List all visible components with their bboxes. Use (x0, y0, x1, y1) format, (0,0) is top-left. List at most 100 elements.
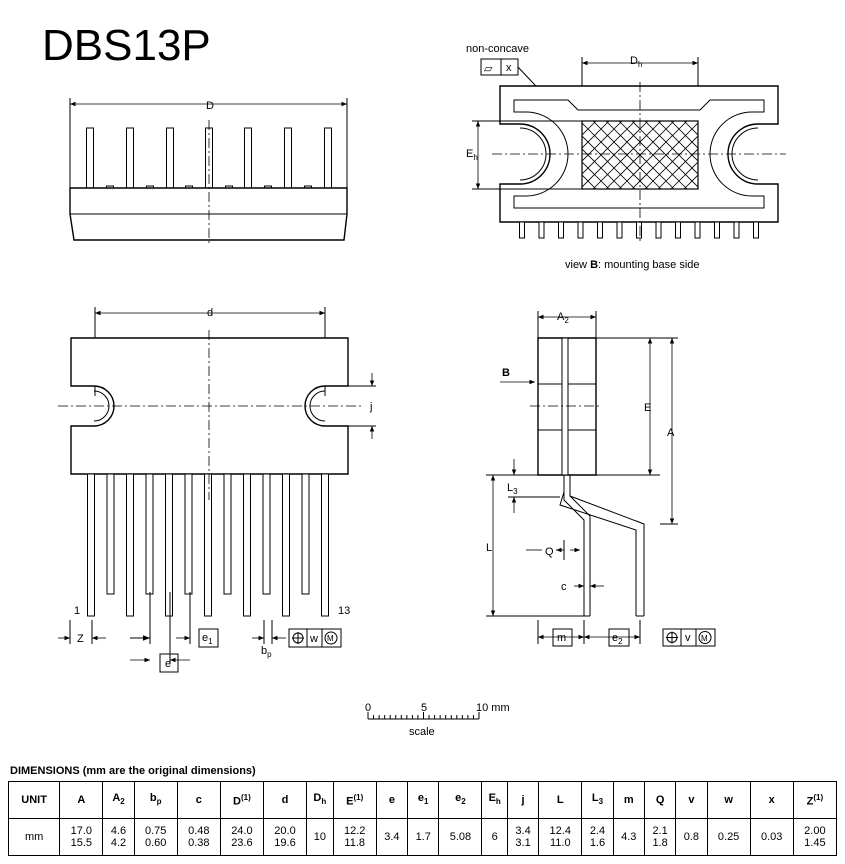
side-pin (284, 127, 292, 189)
dimension-header: e (375, 781, 409, 819)
label-w: w (309, 633, 318, 645)
dimension-header: e1 (407, 781, 440, 819)
label-bp: bp (261, 645, 272, 659)
package-title: DBS13P (42, 21, 211, 70)
dimension-header: UNIT (7, 781, 61, 819)
dimension-header: Dh (306, 781, 334, 819)
front-pin (282, 473, 290, 617)
hatch-line (749, 121, 817, 189)
dimension-value: 10 (306, 818, 334, 856)
label-j: j (369, 401, 372, 413)
view-b-pin (538, 221, 545, 239)
view-b-pin (597, 221, 603, 239)
label-Eh: Eh (466, 148, 478, 162)
hatch-line (683, 121, 698, 136)
hatch-line (683, 174, 698, 189)
dimension-header: A2 (102, 781, 135, 819)
label-M-v: M (701, 634, 708, 643)
label-d: d (207, 307, 213, 319)
dimension-header: c (176, 781, 221, 819)
hatch-line (582, 121, 610, 149)
side-pin (324, 127, 332, 189)
view-b-pin (636, 221, 642, 239)
view-b-pin (519, 221, 525, 239)
view-b-pin (616, 221, 623, 239)
front-pin (126, 473, 134, 617)
dimension-header: d (262, 781, 308, 819)
dimension-value: 0.03 (749, 818, 794, 856)
hatch-line (631, 122, 698, 189)
side-pin (166, 127, 174, 189)
dimension-header: L3 (581, 781, 614, 819)
view-b-pin (558, 221, 564, 239)
label-D: D (206, 100, 214, 112)
scale-bar: 0 5 10 mm scale (365, 702, 510, 738)
hatch-line (582, 121, 636, 175)
front-pin (301, 473, 310, 595)
scale-label-10: 10 mm (476, 702, 510, 714)
label-A: A (667, 427, 675, 439)
front-pin (223, 473, 232, 595)
view-b-pin (675, 221, 681, 239)
label-v: v (685, 632, 691, 644)
view-b-pin (733, 221, 740, 239)
label-non-concave: non-concave (466, 43, 529, 55)
side-pin (86, 127, 94, 189)
dimension-header: w (706, 781, 751, 819)
flatness-symbol: ▱ (484, 63, 493, 75)
label-B: B (502, 367, 510, 379)
label-e1: e1 (202, 632, 213, 646)
front-pin (184, 473, 193, 595)
dimension-header: A (59, 781, 104, 819)
view-b-pin (714, 221, 720, 239)
label-L3: L3 (507, 482, 518, 496)
dimension-value: 5.08 (438, 818, 483, 856)
front-pin (321, 473, 329, 617)
dimension-header: v (675, 781, 708, 819)
label-M-w: M (327, 634, 334, 643)
view-b-pin (753, 221, 759, 239)
dimension-header: x (749, 781, 794, 819)
hatch-line (657, 148, 698, 189)
front-pin (87, 473, 95, 617)
hatch-line (582, 174, 597, 189)
dimension-header: Q (643, 781, 677, 819)
dimensions-caption: DIMENSIONS (mm are the original dimensio… (10, 765, 256, 777)
label-e2: e2 (612, 632, 623, 646)
dimension-header: Eh (481, 781, 508, 819)
hatch-line (762, 121, 830, 189)
label-c: c (561, 581, 567, 593)
hatch-line (618, 121, 688, 189)
hatch-line (582, 161, 610, 189)
scale-caption: scale (409, 726, 435, 738)
label-e: e (165, 658, 171, 670)
dimension-header: bp (133, 781, 178, 819)
flatness-value: x (506, 62, 512, 74)
front-pin (165, 473, 173, 617)
view-b-pin (577, 221, 584, 239)
front-pin (106, 473, 115, 595)
scale-label-5: 5 (421, 702, 427, 714)
hatch-line (644, 135, 698, 189)
view-b-caption: view B: mounting base side (565, 259, 700, 271)
side-profile-view: A2 B E A L3 L Q c (486, 311, 716, 647)
hatch-line (775, 121, 843, 189)
front-view: d j 1 13 Z e1 e (58, 307, 376, 673)
dimension-value: 4.3 (612, 818, 645, 856)
view-b-pin (655, 221, 662, 239)
label-Z: Z (77, 633, 84, 645)
dimension-header: L (538, 781, 583, 819)
hatch-line (582, 121, 597, 136)
dimension-header: m (612, 781, 645, 819)
